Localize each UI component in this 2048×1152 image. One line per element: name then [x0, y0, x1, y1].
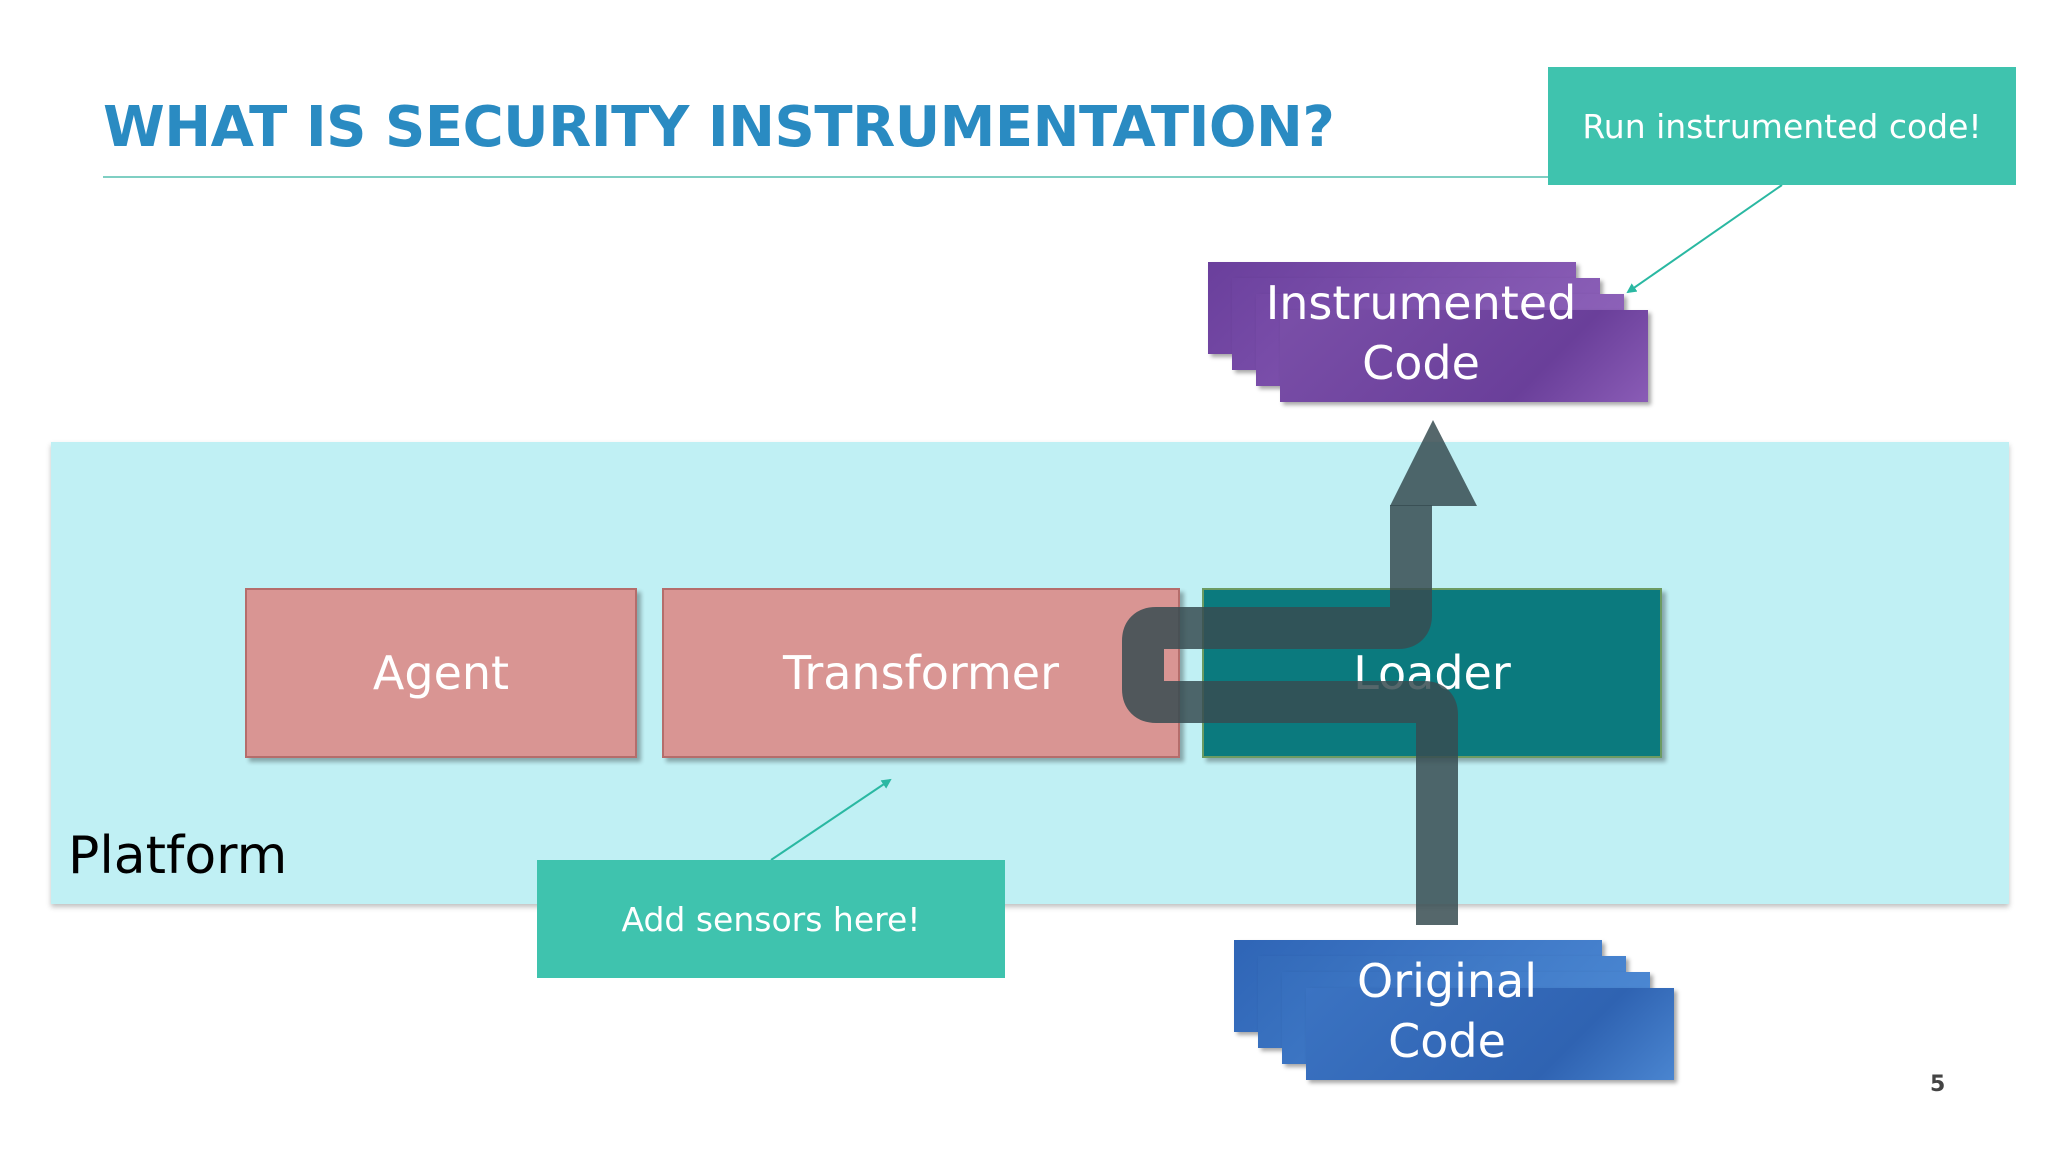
- original-line1: Original: [1356, 954, 1537, 1009]
- run-callout-connector: [1626, 184, 1783, 294]
- run-callout-text: Run instrumented code!: [1582, 106, 1982, 146]
- run-instrumented-callout: Run instrumented code!: [1548, 67, 2016, 185]
- original-line2: Code: [1388, 1014, 1506, 1068]
- add-sensors-callout: Add sensors here!: [537, 860, 1005, 978]
- instrumented-code-label: Instrumented Code: [1208, 268, 1634, 400]
- title-underline: [103, 176, 1548, 178]
- page-number: 5: [1930, 1072, 1946, 1097]
- original-sheet-front: [1306, 988, 1674, 1080]
- agent-box: Agent: [245, 588, 637, 758]
- original-code-label: Original Code: [1234, 946, 1660, 1078]
- instrumented-line2: Code: [1362, 336, 1480, 390]
- loader-label: Loader: [1353, 646, 1511, 700]
- slide-title: WHAT IS SECURITY INSTRUMENTATION?: [103, 95, 1335, 160]
- loader-box: Loader: [1202, 588, 1662, 758]
- instrumented-sheet-front: [1280, 310, 1648, 402]
- transformer-box: Transformer: [662, 588, 1180, 758]
- transformer-label: Transformer: [782, 646, 1060, 700]
- add-callout-text: Add sensors here!: [621, 899, 921, 939]
- original-code-stack: Original Code: [1234, 940, 1676, 1090]
- instrumented-code-stack: Instrumented Code: [1208, 262, 1650, 412]
- agent-label: Agent: [372, 646, 510, 700]
- instrumented-line1: Instrumented: [1265, 276, 1577, 331]
- platform-label: Platform: [68, 826, 288, 886]
